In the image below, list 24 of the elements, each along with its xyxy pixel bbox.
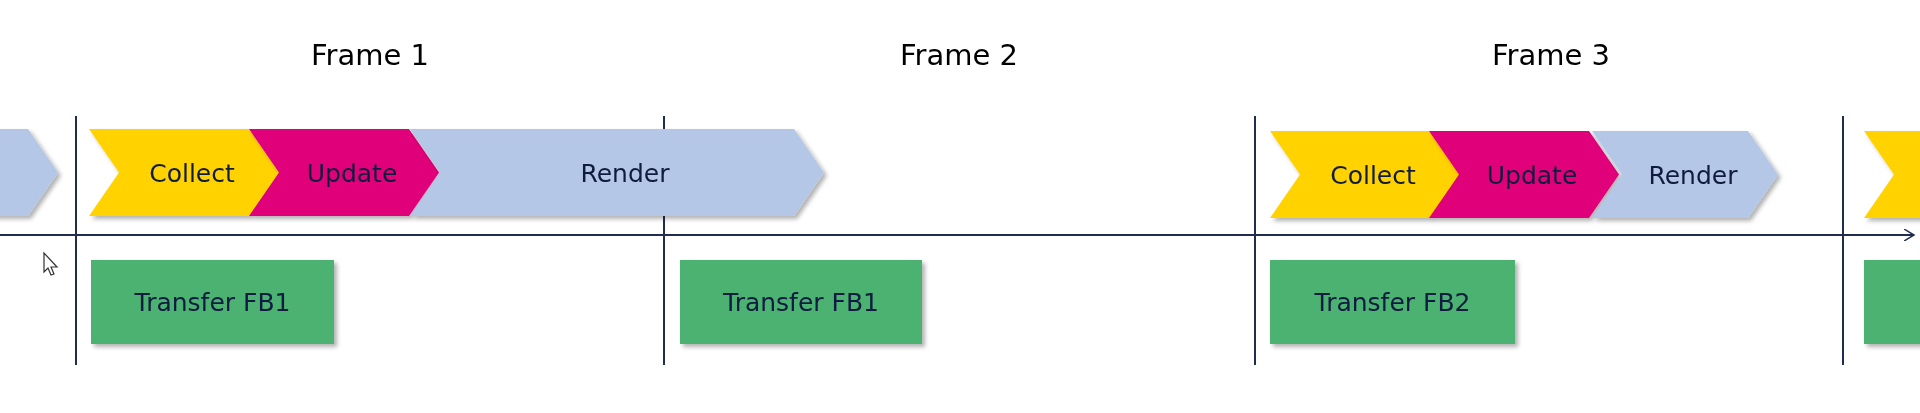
- step-label: Collect: [1330, 160, 1416, 189]
- step-label: Collect: [149, 158, 235, 187]
- transfer-label: Transfer FB2: [1314, 287, 1471, 317]
- process-step: [1592, 131, 1778, 218]
- frame-label: Frame 3: [1492, 38, 1610, 72]
- process-step: [1270, 131, 1460, 218]
- process-box: [1864, 260, 1920, 344]
- process-box: [91, 260, 334, 344]
- process-step: [89, 129, 279, 216]
- step-label: Update: [306, 158, 398, 187]
- frame-label: Frame 2: [900, 38, 1018, 72]
- transfer-label: Transfer FB1: [723, 287, 879, 317]
- frame-label: Frame 1: [311, 38, 429, 72]
- process-step: [410, 129, 824, 216]
- step-label: Render: [580, 158, 670, 187]
- process-step: [1429, 131, 1619, 218]
- step-label: Render: [1648, 160, 1738, 189]
- process-step: [249, 129, 439, 216]
- transfer-label: Transfer FB1: [134, 287, 291, 317]
- process-step: [0, 129, 58, 216]
- step-label: Update: [1486, 160, 1578, 189]
- process-step: [1864, 131, 1920, 218]
- process-box: [1270, 260, 1515, 344]
- process-box: [680, 260, 922, 344]
